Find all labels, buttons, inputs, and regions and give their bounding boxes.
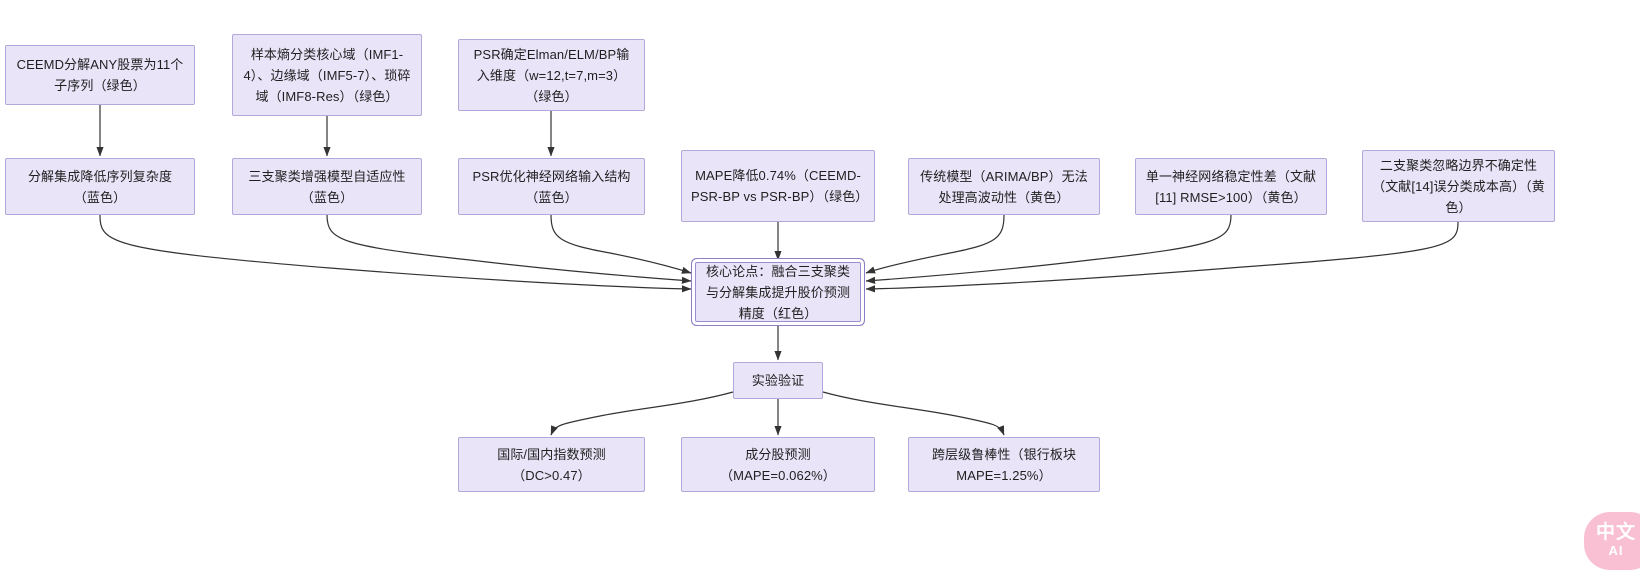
node-label: MAPE降低0.74%（CEEMD-PSR-BP vs PSR-BP）（绿色） <box>691 168 869 204</box>
edge-n10-core <box>865 221 1459 293</box>
node-label: 跨层级鲁棒性（银行板块MAPE=1.25%） <box>931 446 1077 483</box>
edge-n8-core <box>865 214 1005 274</box>
node-index-forecast-result[interactable]: 国际/国内指数预测（DC>0.47） <box>458 437 645 492</box>
node-core-thesis[interactable]: 核心论点：融合三支聚类与分解集成提升股价预测精度（红色） <box>695 262 861 322</box>
node-two-way-clustering-boundary[interactable]: 二支聚类忽略边界不确定性（文献[14]误分类成本高）（黄色） <box>1362 150 1555 222</box>
node-traditional-model-limitation[interactable]: 传统模型（ARIMA/BP）无法处理高波动性（黄色） <box>908 158 1100 215</box>
node-decomposition-reduces-complexity[interactable]: 分解集成降低序列复杂度（蓝色） <box>5 158 195 215</box>
node-label: PSR确定Elman/ELM/BP输入维度（w=12,t=7,m=3）（绿色） <box>473 46 630 104</box>
node-psr-input-dimension[interactable]: PSR确定Elman/ELM/BP输入维度（w=12,t=7,m=3）（绿色） <box>458 39 645 111</box>
watermark-badge: 中文 AI <box>1584 512 1640 570</box>
node-experimental-validation[interactable]: 实验验证 <box>733 362 823 399</box>
node-three-way-clustering-adaptivity[interactable]: 三支聚类增强模型自适应性（蓝色） <box>232 158 422 215</box>
node-label: 实验验证 <box>751 373 805 388</box>
edge-n11-n14 <box>822 391 1005 436</box>
node-constituent-stock-forecast-result[interactable]: 成分股预测（MAPE=0.062%） <box>681 437 875 492</box>
node-psr-optimizes-network-input[interactable]: PSR优化神经网络输入结构（蓝色） <box>458 158 645 215</box>
node-label: 分解集成降低序列复杂度（蓝色） <box>27 168 173 205</box>
edge-n11-n12 <box>550 391 734 436</box>
node-label: CEEMD分解ANY股票为11个子序列（绿色） <box>16 57 184 93</box>
node-label: 传统模型（ARIMA/BP）无法处理高波动性（黄色） <box>920 168 1088 205</box>
edge-n4-core <box>99 214 692 293</box>
watermark-text: 中文 AI <box>1595 521 1636 559</box>
node-label: 单一神经网络稳定性差（文献[11] RMSE>100）（黄色） <box>1145 168 1317 205</box>
node-cross-level-robustness-result[interactable]: 跨层级鲁棒性（银行板块MAPE=1.25%） <box>908 437 1100 492</box>
edge-n5-core <box>326 214 692 284</box>
node-single-network-instability[interactable]: 单一神经网络稳定性差（文献[11] RMSE>100）（黄色） <box>1135 158 1327 215</box>
node-label: 样本熵分类核心域（IMF1-4）、边缘域（IMF5-7）、琐碎域（IMF8-Re… <box>243 46 411 104</box>
node-ceemd-decomposition[interactable]: CEEMD分解ANY股票为11个子序列（绿色） <box>5 45 195 105</box>
node-label: 三支聚类增强模型自适应性（蓝色） <box>248 168 406 205</box>
node-sample-entropy-classification[interactable]: 样本熵分类核心域（IMF1-4）、边缘域（IMF5-7）、琐碎域（IMF8-Re… <box>232 34 422 116</box>
node-label: PSR优化神经网络输入结构（蓝色） <box>472 168 631 205</box>
edge-n6-core <box>550 214 692 274</box>
node-label: 国际/国内指数预测（DC>0.47） <box>497 446 606 483</box>
node-label: 核心论点：融合三支聚类与分解集成提升股价预测精度（红色） <box>705 263 851 321</box>
watermark-sub: AI <box>1608 542 1624 558</box>
edge-n9-core <box>865 214 1232 284</box>
node-mape-improvement[interactable]: MAPE降低0.74%（CEEMD-PSR-BP vs PSR-BP）（绿色） <box>681 150 875 222</box>
node-label: 成分股预测（MAPE=0.062%） <box>720 446 836 483</box>
node-label: 二支聚类忽略边界不确定性（文献[14]误分类成本高）（黄色） <box>1372 157 1545 215</box>
watermark-main: 中文 <box>1595 521 1636 543</box>
